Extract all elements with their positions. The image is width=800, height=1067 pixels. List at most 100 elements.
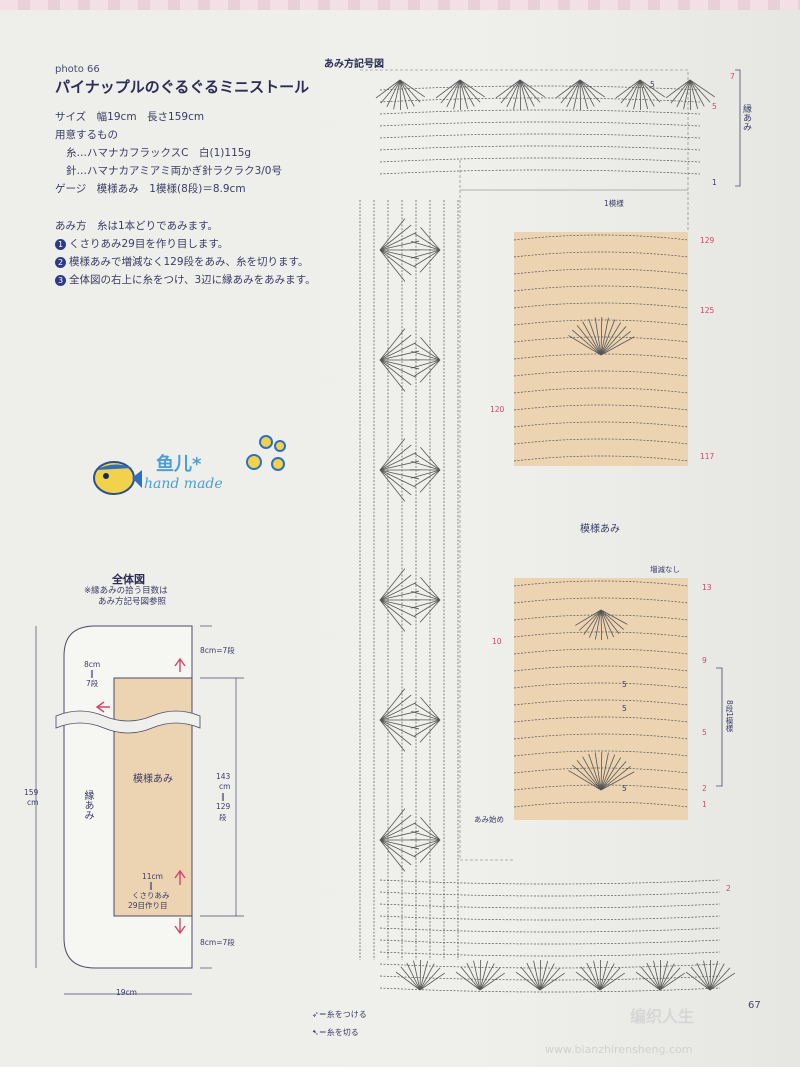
hook-spec: 針…ハマナカアミアミ両かぎ針ラクラク3/0号	[66, 165, 282, 177]
pineapple-fan	[495, 79, 545, 111]
row-number: 129	[700, 236, 715, 245]
fish-logo: 鱼儿* hand made	[88, 432, 298, 502]
chart-edge-label: 縁あみ	[741, 104, 751, 131]
chain-arc	[379, 915, 721, 921]
chain-arc	[379, 975, 721, 981]
left-rows-label: 7段	[86, 679, 99, 688]
row-number: 9	[702, 656, 707, 665]
bottom-right-label: 8cm=7段	[200, 938, 235, 947]
lace-cloth-edge	[0, 0, 800, 10]
row-number: 125	[700, 306, 715, 315]
overall-note-2: あみ方記号図参照	[98, 597, 167, 607]
pineapple-fan	[375, 79, 425, 111]
overall-diagram-title: 全体図	[112, 573, 145, 586]
pineapple-fan	[409, 697, 441, 743]
step-text: くさりあみ29目を作り目します。	[69, 238, 229, 250]
step-number: 3	[55, 275, 66, 286]
gauge-spec: ゲージ 模様あみ 1模様(8段)＝8.9cm	[55, 183, 246, 195]
row-number: 117	[700, 452, 715, 461]
mid-height-label: 143	[216, 772, 231, 781]
chain-arc	[379, 169, 701, 175]
chain-arc	[379, 939, 721, 945]
inner-row-mark: 5	[622, 704, 627, 713]
chart-pattern-label: 模様あみ	[580, 524, 620, 535]
chain-arc	[379, 927, 721, 933]
page-title: パイナップルのぐるぐるミニストール	[55, 78, 310, 96]
legend-cut: ➷＝糸を切る	[312, 1027, 359, 1038]
start-label: あみ始め	[474, 815, 504, 824]
pineapple-fan	[635, 959, 685, 991]
step-number: 1	[55, 239, 66, 250]
row-number: 13	[702, 583, 712, 592]
chain-arc	[379, 109, 701, 115]
mid-height-unit: cm	[219, 782, 231, 791]
yarn-spec: 糸…ハマナカフラックスC 白(1)115g	[66, 147, 252, 159]
total-width-label: 19cm	[116, 988, 137, 997]
foundation-count: 29目作り目	[128, 901, 168, 910]
materials-heading: 用意するもの	[55, 129, 118, 141]
row-number: 10	[492, 637, 502, 646]
chain-arc	[379, 987, 721, 993]
overall-edge-label: 縁あみ	[82, 790, 93, 820]
step-number: 2	[55, 257, 66, 268]
chain-arc	[379, 891, 721, 897]
inner-row-mark: 5	[622, 680, 627, 689]
left-eq: ‖	[90, 669, 94, 678]
pineapple-fan	[409, 227, 441, 273]
legend-attach: ➶＝糸をつける	[312, 1009, 367, 1020]
chain-arc	[379, 133, 701, 139]
overall-note-1: ※縁あみの拾う目数は	[84, 586, 168, 596]
pineapple-fan	[665, 79, 715, 111]
pineapple-fan	[515, 959, 565, 991]
pineapple-fan	[379, 218, 420, 282]
pineapple-fan	[555, 79, 605, 111]
pineapple-fan	[379, 328, 420, 392]
repeat-rows: 8段	[725, 700, 734, 713]
shell-fan	[575, 609, 628, 641]
chain-arc	[379, 145, 701, 151]
repeat-label: 8段1模様	[724, 700, 735, 732]
watermark-text: 编织人生	[630, 1007, 695, 1026]
logo-cn-text: 鱼儿*	[156, 454, 202, 475]
edge-row-number: 5	[712, 102, 717, 111]
pineapple-fan	[409, 337, 441, 383]
cut-icon: ➷	[312, 1028, 319, 1037]
edge-row-number: 1	[712, 178, 717, 187]
chart-title: あみ方記号図	[324, 59, 384, 70]
overall-pattern-label: 模様あみ	[133, 774, 173, 785]
pineapple-fan	[409, 817, 441, 863]
foundation-chain: くさりあみ	[132, 891, 170, 900]
edge-row-number: 7	[730, 72, 735, 81]
pineapple-fan	[575, 959, 625, 991]
step-text: 全体図の右上に糸をつけ、3辺に縁あみをあみます。	[69, 274, 316, 286]
chain-arc	[379, 121, 701, 127]
foundation-eq: ‖	[149, 881, 153, 890]
shell-fan	[568, 316, 635, 356]
left-width-label: 8cm	[84, 660, 101, 669]
watermark-url: www.bianzhirensheng.com	[545, 1043, 693, 1056]
inner-row-mark: 5	[650, 80, 655, 89]
logo-en-text: hand made	[144, 476, 223, 492]
row-number: 120	[490, 405, 505, 414]
foundation-cm: 11cm	[142, 872, 163, 881]
pineapple-fan	[395, 959, 445, 991]
instructions-heading: あみ方 糸は1本どりであみます。	[55, 220, 219, 232]
legend-attach-text: ＝糸をつける	[318, 1010, 367, 1019]
row-number: 1	[702, 800, 707, 809]
top-right-label: 8cm=7段	[200, 646, 235, 655]
one-pattern-label: 1模様	[604, 199, 624, 208]
chain-arc	[379, 879, 721, 885]
repeat-pattern: 1模様	[725, 712, 734, 733]
chain-arc	[379, 951, 721, 957]
attach-icon: ➶	[312, 1010, 319, 1019]
mid-eq: ‖	[221, 792, 225, 801]
chain-arc	[379, 157, 701, 163]
pineapple-fan	[409, 577, 441, 623]
no-change-label: 増減なし	[650, 565, 680, 574]
chain-arc	[379, 903, 721, 909]
